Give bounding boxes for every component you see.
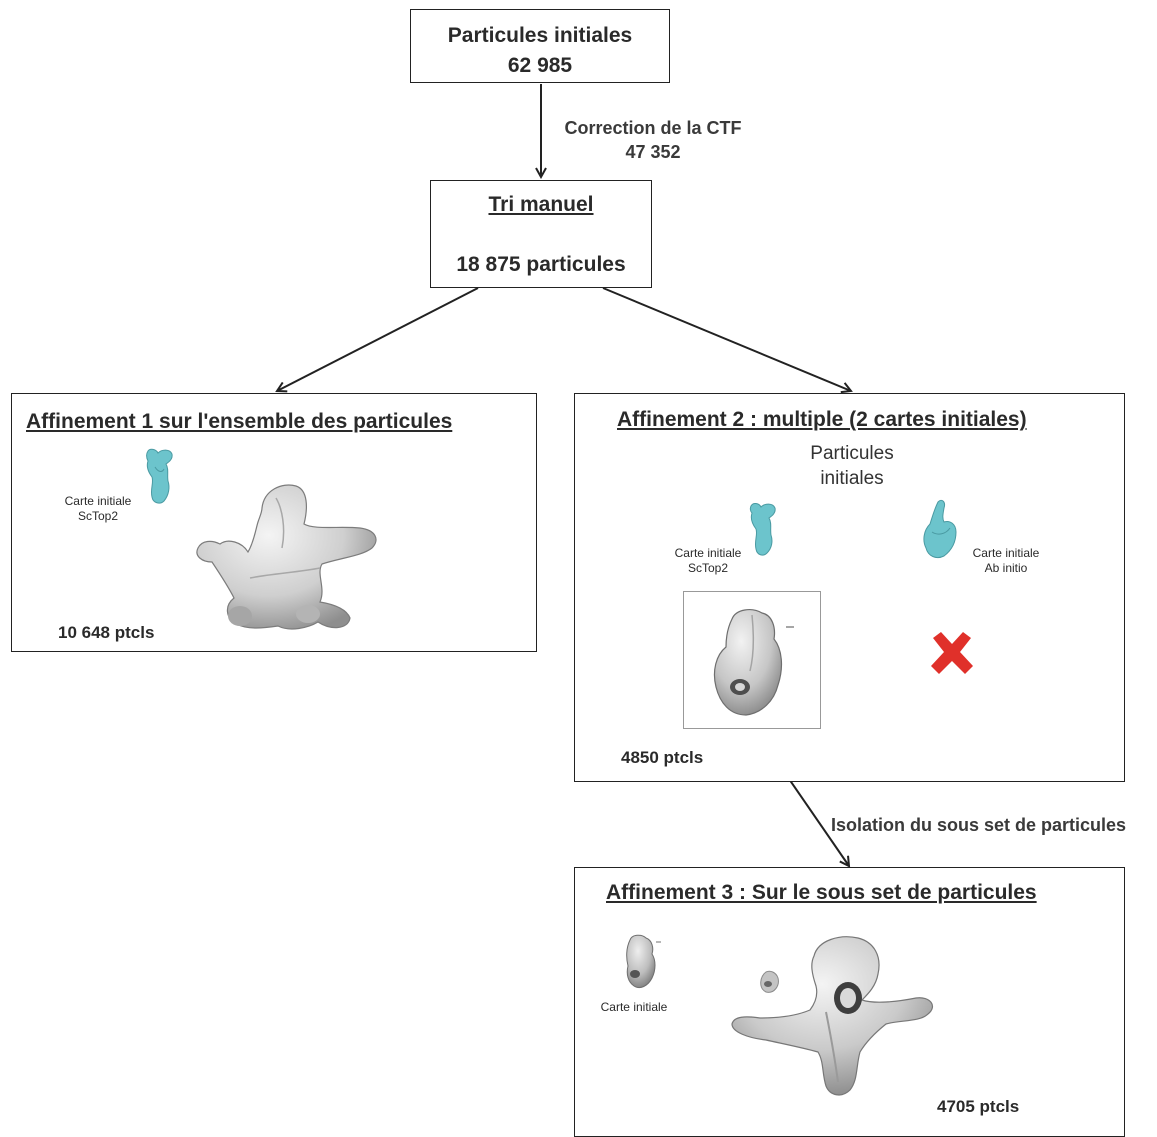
refinement-1-map-label: Carte initiale ScTop2 [48, 494, 148, 524]
initial-particles-box: Particules initiales 62 985 [410, 9, 670, 83]
arrow-sort-to-refine1 [277, 287, 479, 391]
initial-map-sctop2-icon [749, 503, 776, 556]
refinement-2-count: 4850 ptcls [621, 748, 704, 767]
refinement-2-panel: Affinement 2 : multiple (2 cartes initia… [574, 393, 1125, 782]
refinement-1-title: Affinement 1 sur l'ensemble des particul… [26, 410, 453, 433]
refinement-3-density-map [731, 936, 933, 1096]
refinement-1-map-label-line2: ScTop2 [77, 509, 119, 523]
refinement-3-title: Affinement 3 : Sur le sous set de partic… [606, 881, 1037, 904]
refinement-1-count: 10 648 ptcls [58, 623, 155, 642]
arrow-sort-to-refine2 [602, 287, 851, 391]
ctf-correction-label: Correction de la CTF [564, 118, 742, 138]
refinement-2-particles-line1: Particules [810, 443, 894, 464]
isolation-step-label: Isolation du sous set de particules [831, 815, 1127, 835]
manual-sort-count: 18 875 particules [456, 253, 626, 276]
refinement-2-map2-label: Carte initiale Ab initio [951, 546, 1061, 576]
refinement-1-density-map [196, 484, 377, 630]
refinement-2-map1-line2: ScTop2 [687, 561, 729, 575]
refinement-2-particles-label: Particules initiales [772, 441, 932, 491]
manual-sort-box: Tri manuel 18 875 particules [430, 180, 652, 288]
refinement-2-density-map [713, 609, 794, 716]
initial-particles-title: Particules initiales [447, 24, 633, 47]
refinement-3-panel: Affinement 3 : Sur le sous set de partic… [574, 867, 1125, 1137]
refinement-3-count: 4705 ptcls [937, 1097, 1020, 1116]
manual-sort-title: Tri manuel [488, 193, 594, 216]
refinement-3-map-label: Carte initiale [600, 1000, 668, 1014]
refinement-2-particles-line2: initiales [820, 468, 884, 489]
refinement-2-map2-line1: Carte initiale [972, 546, 1040, 560]
refinement-2-map1-label: Carte initiale ScTop2 [653, 546, 763, 576]
initial-particles-count: 62 985 [507, 54, 573, 77]
initial-map-sctop2-icon [146, 448, 173, 504]
refinement-2-map2-line2: Ab initio [984, 561, 1028, 575]
ctf-correction-count: 47 352 [625, 142, 681, 162]
refinement-1-map-label-line1: Carte initiale [64, 494, 132, 508]
refinement-2-title: Affinement 2 : multiple (2 cartes initia… [617, 408, 1027, 431]
refinement-2-map1-line1: Carte initiale [674, 546, 742, 560]
red-cross-icon [931, 632, 973, 674]
refinement-3-initial-map [626, 934, 661, 989]
initial-map-ab-initio-icon [923, 499, 957, 559]
refinement-2-result-frame [683, 591, 821, 729]
